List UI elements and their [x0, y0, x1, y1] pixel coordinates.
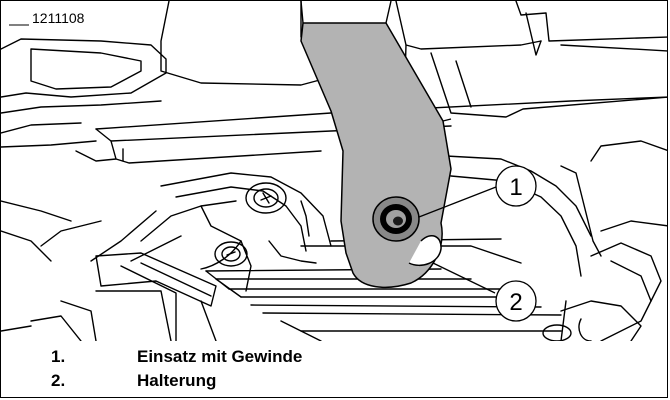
callout-2-number: 2	[509, 289, 522, 316]
legend-text: Einsatz mit Gewinde	[137, 347, 303, 366]
lower-details	[280, 320, 572, 341]
callout-2-circle	[495, 280, 537, 322]
callout-1-number: 1	[509, 174, 522, 201]
right-upper-housing	[430, 1, 667, 118]
legend-text: Halterung	[137, 371, 217, 390]
left-structure	[130, 172, 332, 292]
callout-2-leader	[432, 262, 496, 294]
technical-drawing: 1 2	[1, 1, 667, 341]
top-left-housing	[1, 38, 167, 148]
right-housing	[445, 140, 667, 341]
threaded-insert	[372, 196, 420, 242]
callout-1-circle	[495, 165, 537, 207]
legend-number: 2.	[51, 371, 66, 390]
left-bolt	[214, 182, 287, 267]
figure-id: 1211108	[30, 9, 87, 27]
legend-number: 1.	[51, 347, 66, 366]
left-brackets	[1, 200, 217, 341]
callout-1-leader	[418, 186, 497, 218]
bracket-shape	[300, 1, 452, 289]
